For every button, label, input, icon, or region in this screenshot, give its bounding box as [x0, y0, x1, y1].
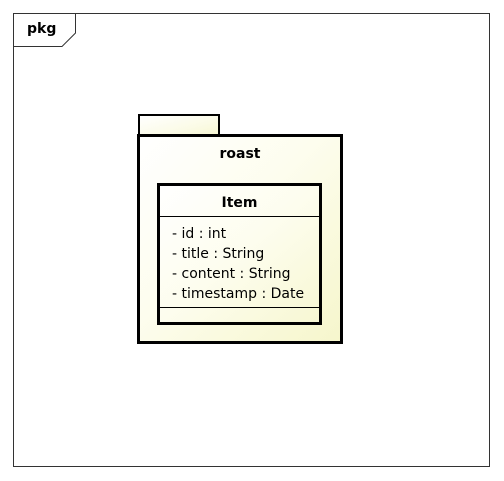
class-item[interactable]: Item - id : int - title : String - conte… — [157, 183, 322, 325]
attribute-content: - content : String — [172, 266, 291, 282]
attribute-compartment: - id : int - title : String - content : … — [172, 224, 304, 304]
attribute-id: - id : int — [172, 226, 227, 242]
operations-divider — [160, 307, 319, 308]
frame-label-tab: pkg — [14, 14, 76, 47]
class-name-divider — [160, 216, 319, 217]
package-tab[interactable] — [138, 114, 220, 137]
class-name: Item — [221, 195, 258, 211]
frame-tab-outline — [14, 14, 76, 47]
package-name: roast — [219, 146, 261, 162]
frame-label: pkg — [27, 21, 57, 37]
attribute-timestamp: - timestamp : Date — [172, 286, 305, 302]
attribute-title: - title : String — [172, 246, 265, 262]
